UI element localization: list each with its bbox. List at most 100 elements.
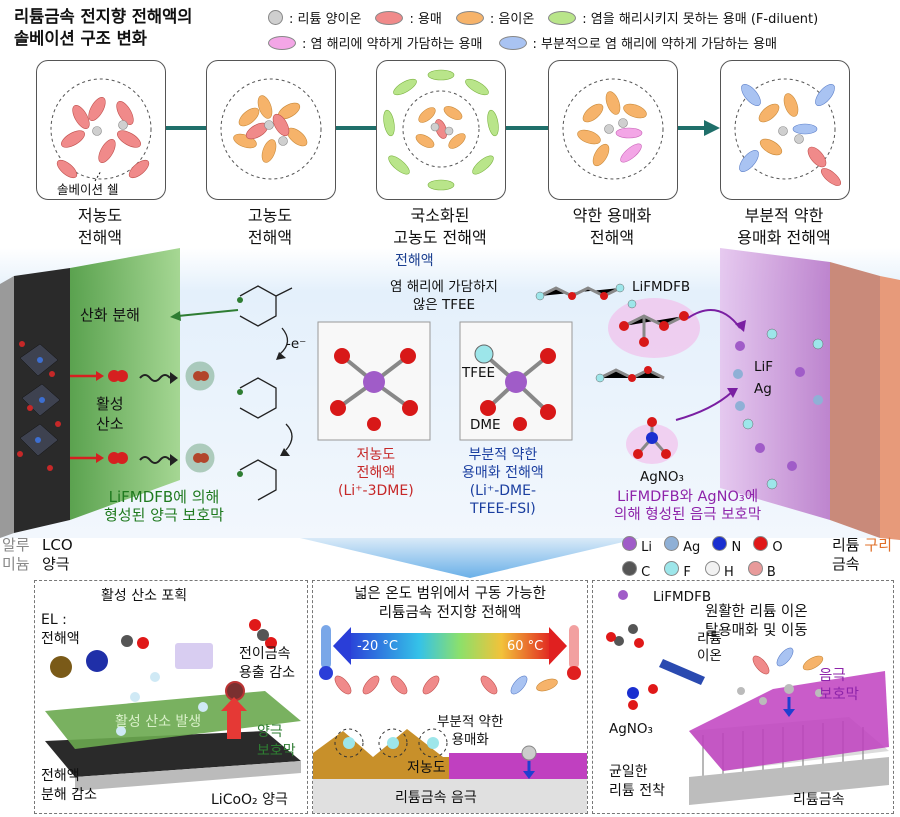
panel-label-high-conc: 고농도 전해액 — [190, 205, 350, 249]
anode-protect-line: 음극 — [819, 668, 846, 684]
deposition-label: 균일한 리튬 전착 — [609, 763, 665, 801]
partial-solvation-line: 용매화 — [451, 732, 489, 748]
cathode-protect-line: 보호막 — [257, 743, 296, 759]
tfee-label: TFEE — [462, 365, 496, 381]
li-ion-label: 리튬 이온 — [697, 631, 722, 665]
anode-film-line: 의해 형성된 음극 보호막 — [614, 507, 762, 523]
atom-f: F — [664, 561, 691, 580]
desolvation-line: 원활한 리튬 이온 — [705, 604, 808, 620]
agno3-label: AgNO₃ — [640, 469, 684, 485]
cathode-film-label: LiFMDFB에 의해 형성된 양극 보호막 — [104, 488, 224, 524]
panel-label-line: 국소화된 — [410, 206, 470, 225]
li-anode-label: 리튬금속 음극 — [395, 790, 477, 806]
decomp-line: 전해액 — [41, 768, 80, 784]
partial-line: 부분적 약한 — [468, 447, 538, 463]
panel-anode-detail: LiFMDFB 원활한 리튬 이온 탈용매화 및 이동 리튬 이온 AgNO₃ … — [592, 580, 894, 814]
temperature-title-line: 리튬금속 전지향 전해액 — [378, 605, 522, 621]
legend-anion-swatch — [455, 10, 484, 25]
panel-localized-diagram — [383, 69, 499, 191]
low-conc-electrolyte-label: 저농도 전해액 (Li⁺-3DME) — [338, 446, 414, 500]
atom-legend: Li Ag N O C F H B — [622, 536, 822, 580]
anode-protect-line: 보호막 — [819, 687, 860, 703]
panel-label-weak: 약한 용매화 전해액 — [532, 205, 692, 249]
lco-line: LCO — [42, 536, 73, 554]
panel-temperature: 넓은 온도 범위에서 구동 가능한 리튬금속 전지향 전해액 -20 °C 60… — [312, 580, 588, 814]
atom-li: Li — [622, 536, 652, 555]
panel-label-line: 고농도 전해액 — [393, 228, 487, 247]
anode-detail-illustration — [606, 590, 889, 805]
active-oxygen-line: 활성 — [96, 395, 124, 413]
panel-label-line: 저농도 — [77, 206, 123, 225]
panel-label-line: 용매화 전해액 — [737, 228, 831, 247]
cathode-film-line: LiFMDFB에 의해 — [108, 488, 220, 506]
figure-title: 리튬금속 전지향 전해액의 솔베이션 구조 변화 — [14, 6, 192, 50]
partial-line: TFEE-FSI) — [470, 501, 536, 517]
lco-label: LCO 양극 — [42, 536, 73, 574]
lco-line: 양극 — [42, 555, 70, 573]
minus-e-label: -e⁻ — [286, 336, 307, 352]
legend-diluent-swatch — [548, 10, 577, 25]
atom-o: O — [753, 536, 783, 555]
atom-b: B — [747, 561, 776, 580]
lco-cathode-label: LiCoO₂ 양극 — [211, 792, 288, 808]
tm-line: 전이금속 — [239, 646, 291, 662]
cathode-protect-label: 양극 보호막 — [257, 723, 296, 761]
dme-label: DME — [470, 417, 501, 433]
panel-localized-high-conc — [376, 60, 506, 200]
panel-label-line: 전해액 — [589, 228, 635, 247]
panel-high-conc-diagram — [220, 78, 322, 180]
active-oxygen-label: 활성 산소 — [96, 394, 124, 434]
anode-protect-label: 음극 보호막 — [819, 667, 859, 705]
panel-partial-diagram — [734, 78, 842, 186]
panel-low-conc: 솔베이션 쉘 — [36, 60, 166, 200]
panel-connectors — [164, 120, 720, 136]
agno3-anode-label: AgNO₃ — [609, 721, 653, 737]
desolvation-label: 원활한 리튬 이온 탈용매화 및 이동 — [705, 603, 808, 641]
cathode-detail-illustration — [45, 619, 301, 791]
legend-li-swatch — [268, 10, 283, 25]
copper-word: 구리 — [864, 536, 892, 554]
li-metal-line: 금속 — [832, 555, 860, 573]
lifmdfb-label: LiFMDFB — [632, 279, 691, 295]
title-line-1: 리튬금속 전지향 전해액의 — [14, 7, 193, 26]
el-line: 전해액 — [41, 631, 80, 647]
panel-weak-diagram — [562, 78, 664, 180]
anode-film-line: LiFMDFB와 AgNO₃에 — [617, 489, 759, 505]
li-metal-word: 리튬 — [832, 536, 860, 554]
legend-diluent-label: : 염을 해리시키지 못하는 용매 (F-diluent) — [582, 12, 819, 27]
li-ion-line: 이온 — [697, 648, 722, 664]
temperature-title: 넓은 온도 범위에서 구동 가능한 리튬금속 전지향 전해액 — [313, 585, 587, 623]
solvation-shell-label: 솔베이션 쉘 — [57, 182, 119, 197]
low-conc-line: 저농도 — [356, 447, 396, 463]
al-foil-label: 알루 미늄 — [2, 536, 30, 574]
li-metal-label: 리튬 구리 금속 — [832, 536, 892, 574]
decomp-label: 전해액 분해 감소 — [41, 767, 97, 805]
lifmdfb-anode-label: LiFMDFB — [653, 589, 712, 605]
li-metal-bottom-label: 리튬금속 — [793, 792, 845, 808]
title-line-2: 솔베이션 구조 변화 — [14, 29, 147, 48]
legend-row-1: : 리튬 양이온 : 용매 : 음이온 : 염을 해리시키지 못하는 용매 (F… — [268, 8, 818, 27]
deposition-line: 리튬 전착 — [609, 783, 665, 799]
cathode-film-line: 형성된 양극 보호막 — [104, 506, 224, 524]
panel-cathode-detail: 활성 산소 포획 EL : 전해액 전이금속 용출 감소 활성 산소 발생 양극… — [34, 580, 308, 814]
desolvation-line: 탈용매화 및 이동 — [705, 623, 808, 639]
active-oxygen-line: 산소 — [96, 415, 124, 433]
legend-solvent-swatch — [375, 10, 404, 25]
legend-weak-label: : 염 해리에 약하게 가담하는 용매 — [302, 37, 483, 52]
tm-line: 용출 감소 — [239, 665, 295, 681]
temperature-title-line: 넓은 온도 범위에서 구동 가능한 — [354, 586, 546, 602]
panel-label-line: 전해액 — [77, 228, 123, 247]
partial-line: (Li⁺-DME- — [469, 483, 537, 499]
middle-illustration — [0, 248, 900, 578]
panel-partial-weak — [720, 60, 850, 200]
generation-label: 활성 산소 발생 — [115, 714, 202, 730]
legend-partial-swatch — [498, 35, 527, 50]
temperature-illustration — [313, 625, 587, 813]
li-ion-line: 리튬 — [697, 631, 722, 647]
anode-film-label: LiFMDFB와 AgNO₃에 의해 형성된 음극 보호막 — [614, 488, 761, 524]
lif-label: LiF — [754, 359, 774, 375]
el-line: EL : — [41, 612, 67, 628]
legend-weak-swatch — [268, 35, 296, 50]
ag-label: Ag — [754, 381, 772, 397]
deposition-line: 균일한 — [609, 764, 648, 780]
